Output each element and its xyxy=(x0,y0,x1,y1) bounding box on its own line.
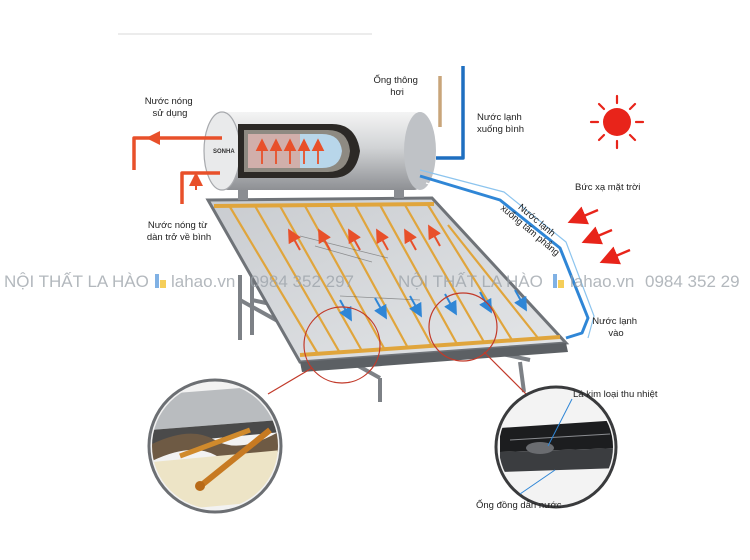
watermark-text-1: NỘI THẤT LA HÀO xyxy=(4,272,149,291)
label-solar-radiation: Bức xạ mặt trời xyxy=(575,182,640,193)
watermark: NỘI THẤT LA HÀO lahao.vn 0984 352 297 NỘ… xyxy=(4,272,740,291)
label-absorber-fin: Lá kim loại thu nhiệt xyxy=(573,389,658,400)
label-cold-to-tank: Nước lạnh xuống bình xyxy=(477,112,524,135)
watermark-site-2: lahao.vn xyxy=(570,272,634,291)
storage-tank: SONHA xyxy=(203,111,436,191)
label-vent-pipe: Ống thông hơi xyxy=(373,74,420,98)
watermark-logo-1-icon xyxy=(155,274,166,288)
label-hot-water-use: Nước nóng sử dụng xyxy=(145,96,196,119)
radiation-arrows xyxy=(567,206,631,265)
hot-flow-arrows xyxy=(146,131,203,190)
watermark-phone-2: 0984 352 29 xyxy=(645,272,740,291)
label-hot-from-panel: Nước nóng từ dàn trở về bình xyxy=(147,220,211,243)
detail-right-inset xyxy=(494,385,618,509)
label-cold-to-panel: Nước lạnh xuống tấm phẳng xyxy=(498,194,569,259)
detail-left-inset xyxy=(147,378,283,514)
tank-brand-label: SONHA xyxy=(213,149,235,155)
watermark-text-2: NỘI THẤT LA HÀO xyxy=(398,272,543,291)
flat-collector-panel xyxy=(205,196,570,372)
label-copper-tube: Ống đồng dẫn nước xyxy=(476,499,562,511)
watermark-site-1: lahao.vn xyxy=(171,272,235,291)
sun-icon xyxy=(589,94,645,150)
zoom-circle-left xyxy=(267,306,381,395)
watermark-phone-1: 0984 352 297 xyxy=(250,272,354,291)
watermark-logo-2-icon xyxy=(553,274,564,288)
label-cold-in: Nước lạnh vào xyxy=(592,316,639,339)
zoom-circle-right xyxy=(428,292,531,399)
